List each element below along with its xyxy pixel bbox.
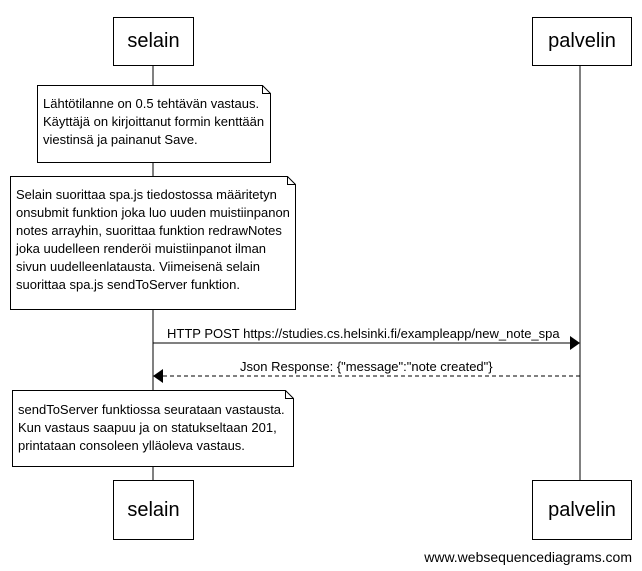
note-3-text: sendToServer funktiossa seurataan vastau… <box>18 402 285 453</box>
message-2-arrowhead <box>153 369 163 383</box>
message-1-label: HTTP POST https://studies.cs.helsinki.fi… <box>167 326 560 341</box>
message-1-arrowhead <box>570 336 580 350</box>
message-2-label: Json Response: {"message":"note created"… <box>240 359 493 374</box>
note-3: sendToServer funktiossa seurataan vastau… <box>12 401 293 455</box>
participant-selain-top: selain <box>113 17 194 66</box>
participant-selain-bottom: selain <box>113 480 194 540</box>
footer-watermark: www.websequencediagrams.com <box>424 549 632 565</box>
note-1-text: Lähtötilanne on 0.5 tehtävän vastaus. Kä… <box>43 96 265 147</box>
participant-palvelin-bottom: palvelin <box>532 480 632 540</box>
note-3-shape <box>12 390 294 467</box>
note-1-shape <box>37 85 271 163</box>
note-2: Selain suorittaa spa.js tiedostossa määr… <box>10 186 295 294</box>
note-2-shape <box>10 176 296 310</box>
note-2-text: Selain suorittaa spa.js tiedostossa määr… <box>16 187 290 292</box>
note-1: Lähtötilanne on 0.5 tehtävän vastaus. Kä… <box>37 95 270 149</box>
participant-palvelin-top: palvelin <box>532 17 632 66</box>
